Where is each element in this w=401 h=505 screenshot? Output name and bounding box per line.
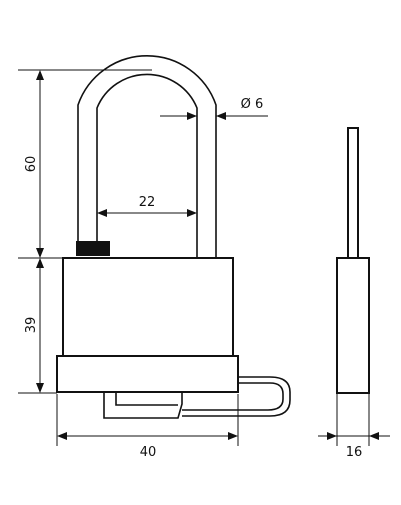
lock-body	[56, 257, 239, 393]
dimension-body-width: 40	[56, 394, 239, 460]
shackle-height-label: 60	[24, 156, 39, 173]
dimension-shackle-diameter: Ø 6	[160, 97, 268, 120]
body-height-label: 39	[24, 317, 39, 334]
shackle	[76, 55, 217, 258]
body-width-label: 40	[140, 445, 157, 460]
body-thickness-label: 16	[346, 445, 363, 460]
inner-width-label: 22	[139, 195, 156, 210]
dimension-shackle-height: 60	[18, 69, 152, 259]
dimension-inner-width: 22	[97, 195, 197, 217]
shackle-diameter-label: Ø 6	[241, 97, 264, 112]
dimension-body-thickness: 16	[318, 394, 390, 460]
side-view	[336, 127, 370, 394]
dimension-body-height: 39	[18, 258, 57, 394]
shackle-sleeve	[76, 241, 110, 256]
keyway-cover	[103, 376, 291, 419]
